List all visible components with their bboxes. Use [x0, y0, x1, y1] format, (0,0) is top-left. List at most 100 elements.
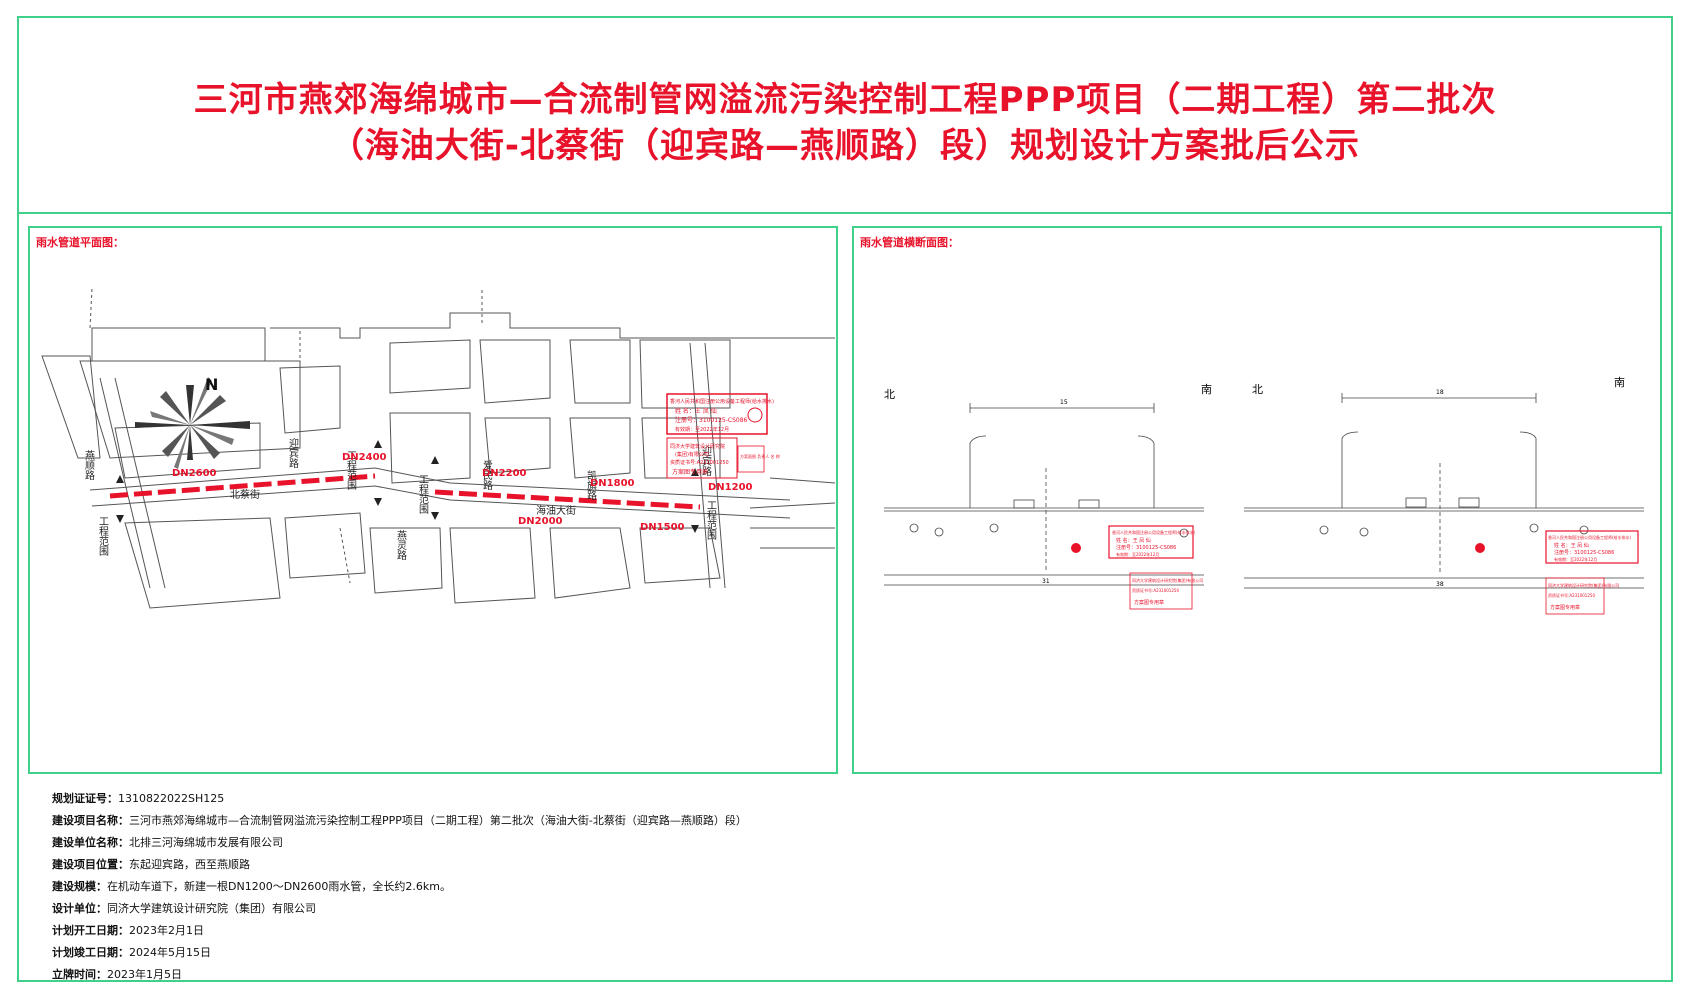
info-permit: 规划证证号：1310822022SH125	[52, 792, 225, 805]
map-block	[479, 339, 551, 404]
north-label-1: 北	[884, 388, 895, 401]
info-designer: 设计单位：同济大学建筑设计研究院（集团）有限公司	[52, 902, 316, 915]
total-value-1: 31	[1042, 578, 1050, 585]
info-project: 建设项目名称：三河市燕郊海绵城市—合流制管网溢流污染控制工程PPP项目（二期工程…	[52, 814, 747, 827]
pipe-haiyou	[434, 489, 701, 510]
dim-tick	[1341, 393, 1537, 403]
north-label: N	[205, 375, 218, 394]
pipe-label-dn1800: DN1800	[590, 478, 635, 489]
pipe-icon	[1579, 525, 1589, 535]
pipe-icon	[1319, 525, 1329, 535]
svg-text:注册号：3100125-CS086: 注册号：3100125-CS086	[675, 416, 748, 424]
map-block	[41, 355, 101, 459]
svg-text:资质证书号:A231001250: 资质证书号:A231001250	[1548, 592, 1595, 598]
map-block	[749, 502, 836, 509]
road-edge	[89, 467, 791, 501]
info-start-date: 计划开工日期：2023年2月1日	[52, 924, 204, 937]
svg-text:香河人民共和国注册公用设备工程师(给水排水): 香河人民共和国注册公用设备工程师(给水排水)	[1548, 534, 1632, 540]
road-yingbin	[689, 342, 711, 589]
road-label-yanling: 燕灵路	[395, 530, 407, 561]
map-block	[91, 327, 266, 361]
map-block	[569, 339, 631, 404]
map-block	[279, 365, 341, 434]
pipe-icon	[1359, 527, 1369, 537]
svg-text:同济大学建筑设计研究院(集团)有限公司: 同济大学建筑设计研究院(集团)有限公司	[1548, 582, 1619, 588]
svg-text:有效期：至2022年12月: 有效期：至2022年12月	[675, 426, 729, 433]
map-block	[769, 477, 836, 484]
road-label-yingbin: 迎宾路	[287, 438, 299, 469]
svg-text:姓 名：王 凤 仙: 姓 名：王 凤 仙	[1554, 542, 1589, 549]
section-marker	[374, 440, 382, 506]
car-icon	[1078, 499, 1100, 509]
section-stamp: 香河人民共和国注册公用设备工程师(给水排水) 姓 名：王 凤 仙 注册号：310…	[1108, 525, 1203, 610]
pipe-icon	[1179, 528, 1189, 538]
dim-value-2: 18	[1436, 389, 1444, 396]
svg-text:同济大学建筑设计研究院(集团)有限公司: 同济大学建筑设计研究院(集团)有限公司	[1132, 577, 1203, 583]
info-finish-date: 计划竣工日期：2024年5月15日	[52, 946, 211, 959]
info-posted-date: 立牌时间：2023年1月5日	[52, 968, 182, 981]
map-block	[449, 527, 536, 604]
map-block	[484, 417, 551, 474]
dim-line	[884, 574, 1204, 586]
svg-text:同济大学建筑设计研究院: 同济大学建筑设计研究院	[670, 443, 725, 450]
road-yanshun	[99, 377, 151, 589]
map-block	[639, 527, 721, 584]
page-title-line-2: （海油大街-北蔡街（迎宾路—燕顺路）段）规划设计方案批后公示	[329, 126, 1361, 166]
cross-section-label: 雨水管道横断面图：	[860, 236, 959, 249]
pipe-beicai	[109, 473, 376, 499]
road-label-beicai: 北蔡街	[230, 488, 260, 501]
lamp-pole	[1341, 438, 1537, 508]
institute-stamp: 同济大学建筑设计研究院 (集团)有限公司 资质证书号:A231001250 方案…	[666, 437, 780, 479]
pipe-label-dn1200: DN1200	[708, 482, 753, 493]
title-box	[17, 16, 1673, 214]
lamp-arm	[969, 435, 1155, 444]
map-block	[389, 339, 471, 394]
road-label-range2: 工程范围	[345, 450, 357, 491]
pipe-icon	[909, 523, 919, 533]
svg-text:资质证书号:A231001250: 资质证书号:A231001250	[1132, 587, 1179, 593]
map-block	[284, 512, 366, 579]
map-block	[79, 360, 301, 459]
south-label-1: 南	[1201, 383, 1212, 396]
section-stamp-2: 香河人民共和国注册公用设备工程师(给水排水) 姓 名：王 凤 仙 注册号：310…	[1545, 530, 1639, 615]
svg-text:有效期：至2022年12月: 有效期：至2022年12月	[1116, 551, 1159, 557]
svg-text:方案图专用章: 方案图专用章	[1550, 604, 1580, 611]
info-scale: 建设规模：在机动车道下，新建一根DN1200～DN2600雨水管，全长约2.6k…	[52, 880, 451, 893]
car-icon	[1405, 497, 1427, 508]
lamp-pole	[969, 443, 1155, 508]
pipe-label-dn2200: DN2200	[482, 468, 527, 479]
pipe-label-dn1500: DN1500	[640, 522, 685, 533]
svg-text:姓 名：王 凤 仙: 姓 名：王 凤 仙	[675, 407, 717, 415]
map-block	[549, 527, 631, 599]
plan-map-panel	[28, 226, 838, 774]
total-value-2: 38	[1436, 581, 1444, 588]
section-marker	[691, 468, 699, 533]
map-dashed	[89, 287, 93, 329]
engineer-stamp: 香河人民共和国注册公用设备工程师(给水排水) 姓 名：王 凤 仙 注册号：310…	[666, 393, 774, 435]
rain-pipe-icon	[1475, 543, 1485, 553]
svg-text:香河人民共和国注册公用设备工程师(给水排水): 香河人民共和国注册公用设备工程师(给水排水)	[1112, 529, 1196, 535]
svg-text:方案面图 负责人 名 称: 方案面图 负责人 名 称	[740, 453, 780, 459]
cross-section-panel	[852, 226, 1662, 774]
road-label-aimin: 爱民路	[481, 459, 493, 491]
info-unit: 建设单位名称：北排三河海绵城市发展有限公司	[52, 836, 283, 849]
svg-text:姓 名：王 凤 仙: 姓 名：王 凤 仙	[1116, 537, 1151, 544]
pipe-icon	[934, 527, 944, 537]
plan-map-label: 雨水管道平面图：	[36, 236, 124, 249]
pipe-icon	[1529, 523, 1539, 533]
pipe-icon	[989, 523, 999, 533]
pipe-label-dn2000: DN2000	[518, 516, 563, 527]
map-block	[569, 417, 631, 479]
road-yingbin	[704, 342, 726, 589]
north-label-2: 北	[1252, 383, 1263, 396]
map-block	[389, 412, 471, 484]
road-label-range1: 工程范围	[97, 516, 109, 557]
svg-text:(集团)有限公司: (集团)有限公司	[675, 451, 709, 458]
map-block	[270, 312, 835, 339]
rain-pipe-icon	[1071, 543, 1081, 553]
dim-tick	[969, 403, 1155, 413]
map-block	[639, 339, 731, 409]
map-block	[124, 517, 281, 609]
page-title-line-1: 三河市燕郊海绵城市—合流制管网溢流污染控制工程PPP项目（二期工程）第二批次	[193, 80, 1497, 120]
info-location: 建设项目位置：东起迎宾路，西至燕顺路	[52, 858, 250, 871]
